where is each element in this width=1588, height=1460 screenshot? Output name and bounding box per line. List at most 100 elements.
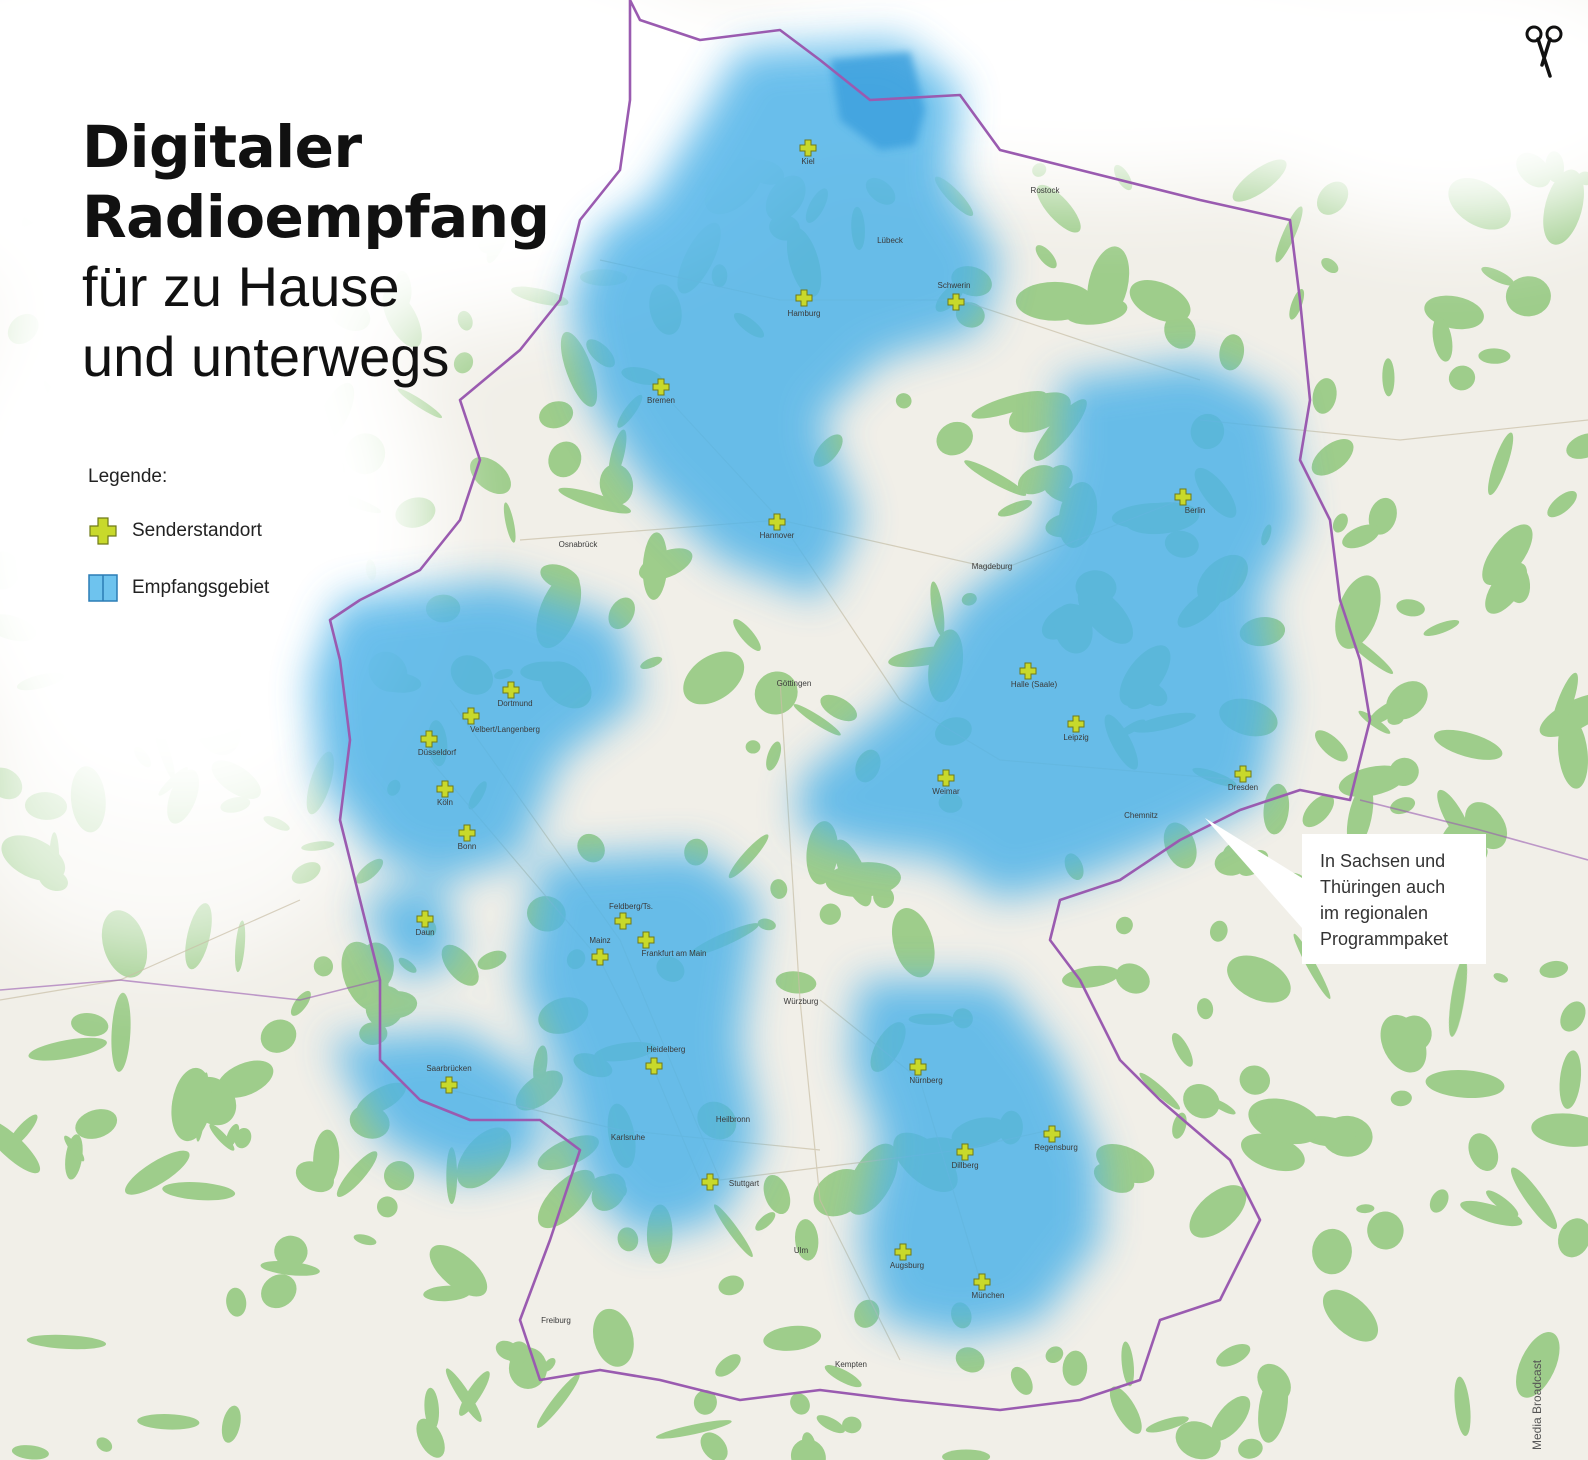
- transmitter-marker-daun: [416, 910, 434, 928]
- forest-patch: [754, 671, 798, 715]
- forest-patch: [1210, 1395, 1251, 1441]
- forest-patch: [226, 1287, 247, 1317]
- forest-patch: [793, 704, 841, 736]
- city-label-karlsruhe: Karlsruhe: [611, 1133, 646, 1142]
- forest-patch: [895, 393, 912, 409]
- transmitter-marker-heidelberg: [645, 1057, 663, 1075]
- forest-patch: [790, 1393, 810, 1415]
- forest-patch: [1062, 1350, 1088, 1386]
- transmitter-marker-d-sseldorf: [420, 730, 438, 748]
- transmitter-marker-dillberg: [956, 1143, 974, 1161]
- forest-patch: [1346, 784, 1374, 850]
- forest-patch: [820, 694, 858, 722]
- forest-patch: [1062, 965, 1120, 989]
- forest-patch: [639, 548, 693, 581]
- city-label-schwerin: Schwerin: [938, 281, 971, 290]
- forest-patch: [1239, 1065, 1271, 1095]
- city-label-stuttgart: Stuttgart: [729, 1179, 760, 1188]
- forest-patch: [1547, 490, 1577, 518]
- forest-patch: [1454, 1376, 1471, 1436]
- forest-patch: [1559, 1050, 1582, 1109]
- forest-patch: [1558, 1218, 1588, 1258]
- legend-item-coverage: Empfangsgebiet: [88, 573, 269, 603]
- forest-patch: [971, 391, 1046, 419]
- forest-patch: [1171, 1033, 1193, 1067]
- forest-patch: [770, 879, 788, 899]
- forest-patch: [1481, 266, 1515, 286]
- forest-patch: [1432, 317, 1453, 362]
- forest-patch: [260, 1261, 320, 1276]
- city-label-magdeburg: Magdeburg: [972, 562, 1012, 571]
- forest-patch: [558, 487, 632, 514]
- transmitter-marker-k-ln: [436, 780, 454, 798]
- forest-patch: [1175, 1421, 1221, 1460]
- transmitter-marker-dortmund: [502, 681, 520, 699]
- city-label-dillberg: Dillberg: [951, 1161, 978, 1170]
- forest-patch: [1493, 973, 1509, 983]
- forest-patch: [1321, 257, 1339, 274]
- forest-patch: [757, 918, 776, 931]
- forest-patch: [930, 581, 945, 636]
- forest-patch: [162, 1182, 236, 1201]
- forest-patch: [1335, 575, 1381, 649]
- forest-patch: [1209, 920, 1228, 942]
- city-label-w-rzburg: Würzburg: [784, 997, 819, 1006]
- forest-patch: [260, 1019, 297, 1053]
- forest-patch: [1369, 700, 1402, 725]
- forest-patch: [313, 956, 334, 977]
- city-label-daun: Daun: [415, 928, 434, 937]
- transmitter-marker-m-nchen: [973, 1273, 991, 1291]
- forest-patch: [1423, 620, 1460, 636]
- legend-item-transmitter: Senderstandort: [88, 516, 269, 546]
- city-label-kempten: Kempten: [835, 1360, 867, 1369]
- transmitter-marker-feldberg-ts: [614, 912, 632, 930]
- forest-patch: [429, 1244, 488, 1297]
- transmitter-marker-halle-saale: [1019, 662, 1037, 680]
- forest-patch: [766, 741, 782, 771]
- forest-patch: [728, 834, 769, 879]
- forest-patch: [1311, 439, 1354, 476]
- forest-patch: [1560, 1001, 1586, 1032]
- forest-patch: [1164, 314, 1196, 349]
- forest-patch: [71, 1012, 109, 1037]
- forest-patch: [718, 1275, 744, 1296]
- transmitter-marker-leipzig: [1067, 715, 1085, 733]
- forest-patch: [997, 500, 1033, 517]
- forest-patch: [64, 1135, 85, 1162]
- forest-patch: [1516, 1332, 1560, 1398]
- forest-patch: [1197, 998, 1214, 1020]
- forest-patch: [813, 1169, 867, 1217]
- forest-patch: [225, 1123, 240, 1148]
- transmitter-marker-weimar: [937, 769, 955, 787]
- transmitter-marker-stuttgart: [701, 1173, 719, 1191]
- forest-patch: [1566, 433, 1588, 459]
- forest-patch: [125, 1150, 190, 1195]
- forest-patch: [7, 1114, 38, 1149]
- city-label-regensburg: Regensburg: [1034, 1143, 1078, 1152]
- forest-patch: [1036, 184, 1081, 233]
- forest-patch: [171, 1067, 212, 1142]
- forest-patch: [416, 1418, 445, 1458]
- forest-patch: [1302, 794, 1335, 828]
- forest-patch: [470, 456, 511, 495]
- callout-pointer: [1205, 818, 1302, 928]
- forest-patch: [775, 971, 817, 994]
- forest-patch: [842, 1416, 862, 1434]
- city-label-kiel: Kiel: [801, 157, 815, 166]
- forest-patch: [1448, 365, 1476, 391]
- transmitter-marker-frankfurt-am-main: [637, 931, 655, 949]
- city-label-g-ttingen: Göttingen: [777, 679, 812, 688]
- forest-patch: [445, 1368, 482, 1422]
- transmitter-marker-kiel: [799, 139, 817, 157]
- forest-patch: [1448, 957, 1468, 1037]
- transmitter-marker-saarbr-cken: [440, 1076, 458, 1094]
- forest-patch: [1368, 497, 1397, 535]
- forest-patch: [795, 1219, 819, 1261]
- forest-patch: [599, 464, 634, 506]
- forest-patch: [592, 1308, 634, 1367]
- forest-patch: [816, 1415, 845, 1434]
- forest-patch: [26, 1334, 107, 1350]
- city-label-dortmund: Dortmund: [497, 699, 532, 708]
- transmitter-marker-bonn: [458, 824, 476, 842]
- forest-patch: [1045, 1346, 1064, 1364]
